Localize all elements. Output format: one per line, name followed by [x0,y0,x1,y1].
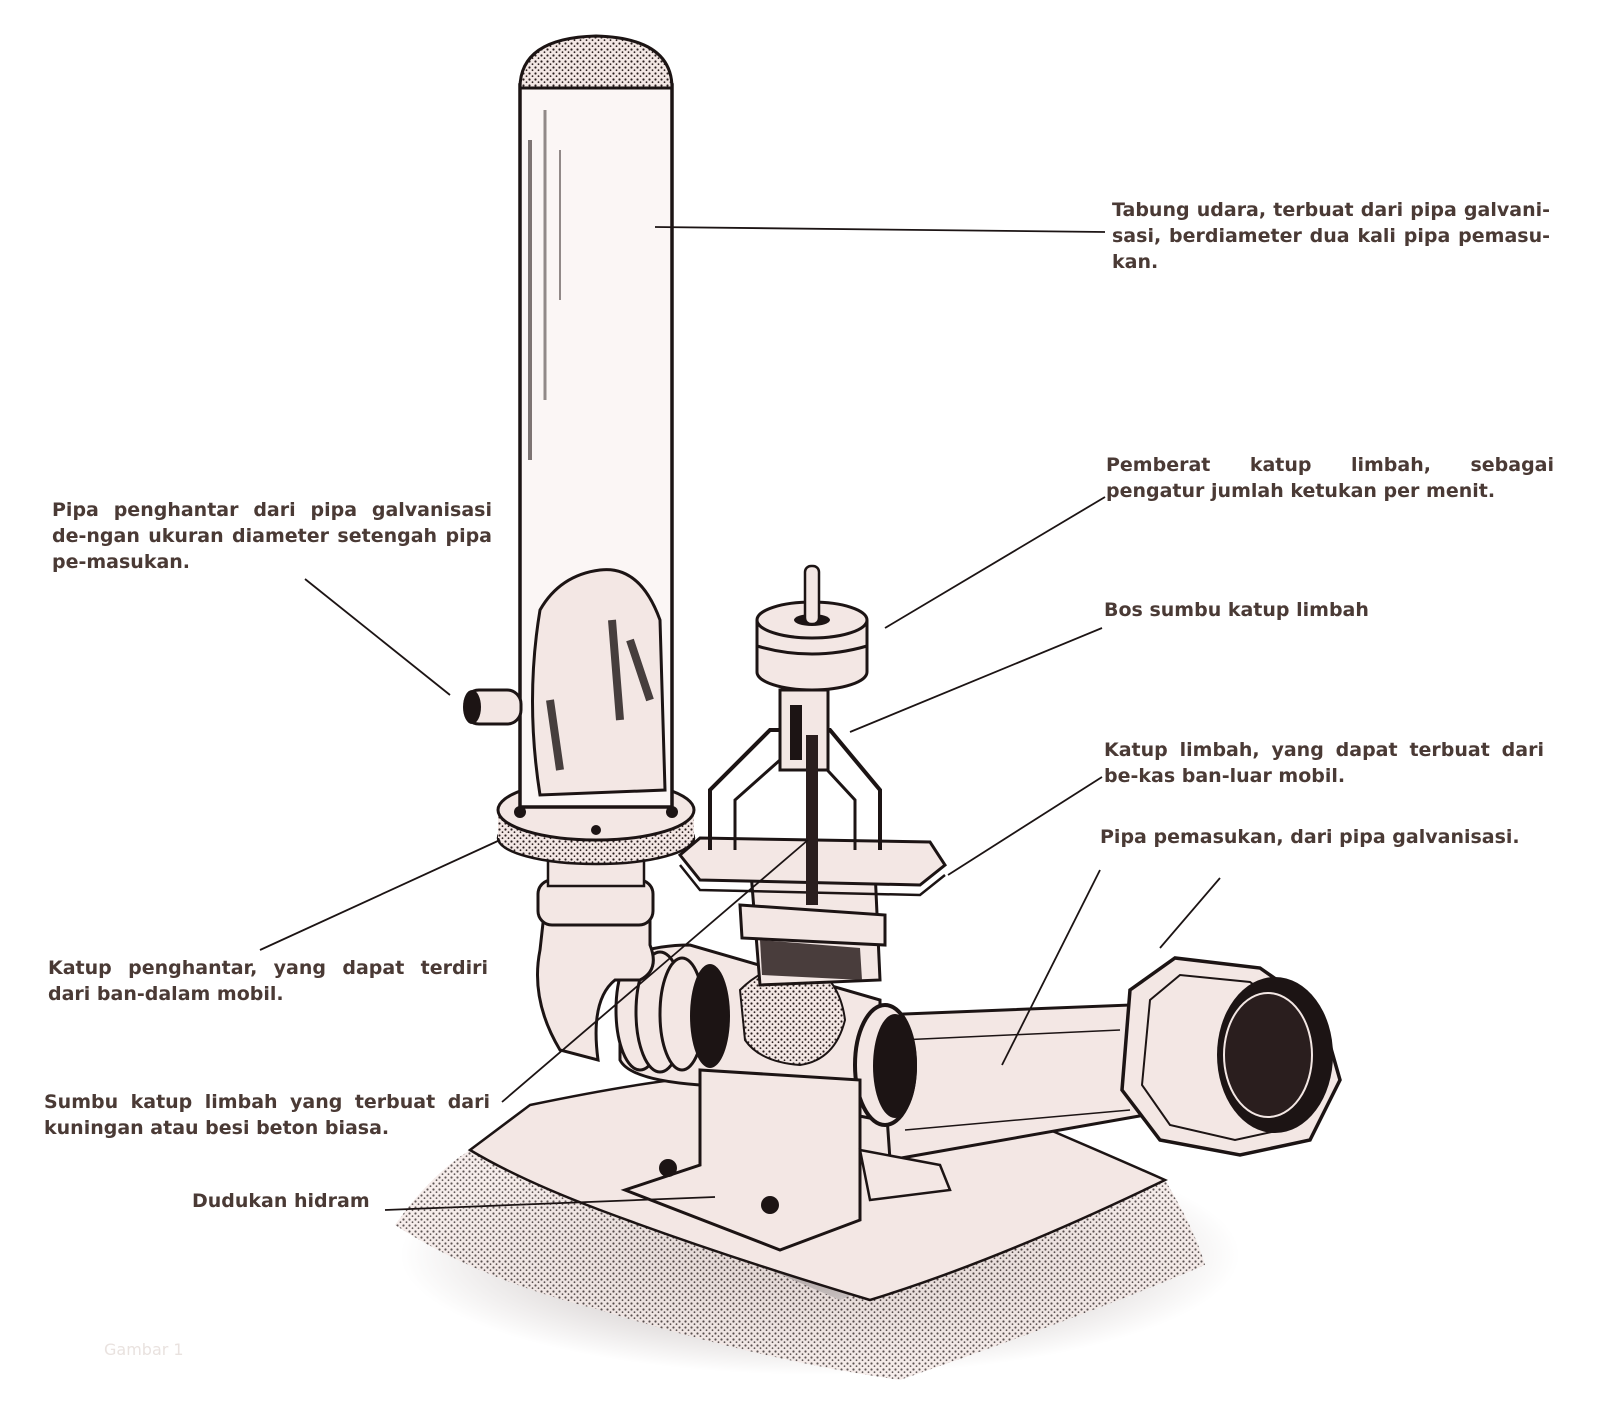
delivery-pipe-stub [463,688,523,726]
leader-air-chamber [654,226,1106,233]
leader-waste-valve-weight [884,496,1106,629]
leader-waste-valve-boss [849,627,1103,733]
figure-caption: Gambar 1 [104,1340,184,1359]
leader-ram-base [384,1196,716,1211]
label-waste-valve: Katup limbah, yang dapat terbuat dari be… [1104,739,1544,787]
label-delivery-valve: Katup penghantar, yang dapat terdiri dar… [48,957,488,1005]
label-delivery-pipe: Pipa penghantar dari pipa galvanisasi de… [52,499,492,573]
leader-delivery-pipe [304,578,451,696]
label-waste-valve-boss: Bos sumbu katup limbah [1104,599,1369,621]
inlet-pipe [878,956,1342,1162]
label-waste-valve-weight: Pemberat katup limbah, sebagai pengatur … [1106,454,1554,502]
delivery-elbow [536,858,655,1063]
label-inlet-pipe: Pipa pemasukan, dari pipa galvanisasi. [1100,826,1520,848]
air-chamber-tube [518,34,674,809]
label-waste-valve-axle: Sumbu katup limbah yang terbuat dari kun… [44,1091,490,1139]
base-bracket [620,1068,952,1252]
label-ram-base: Dudukan hidram [192,1190,370,1212]
leader-inlet-pipe-b [1159,877,1221,949]
leader-lines [259,226,1221,1211]
leader-inlet-pipe-a [1001,869,1101,1066]
waste-valve-housing [677,564,948,987]
label-air-chamber: Tabung udara, terbuat dari pipa galvani-… [1112,199,1550,273]
leader-waste-valve-axle [501,839,809,1103]
leader-delivery-valve [259,839,501,951]
leader-waste-valve [947,776,1103,876]
